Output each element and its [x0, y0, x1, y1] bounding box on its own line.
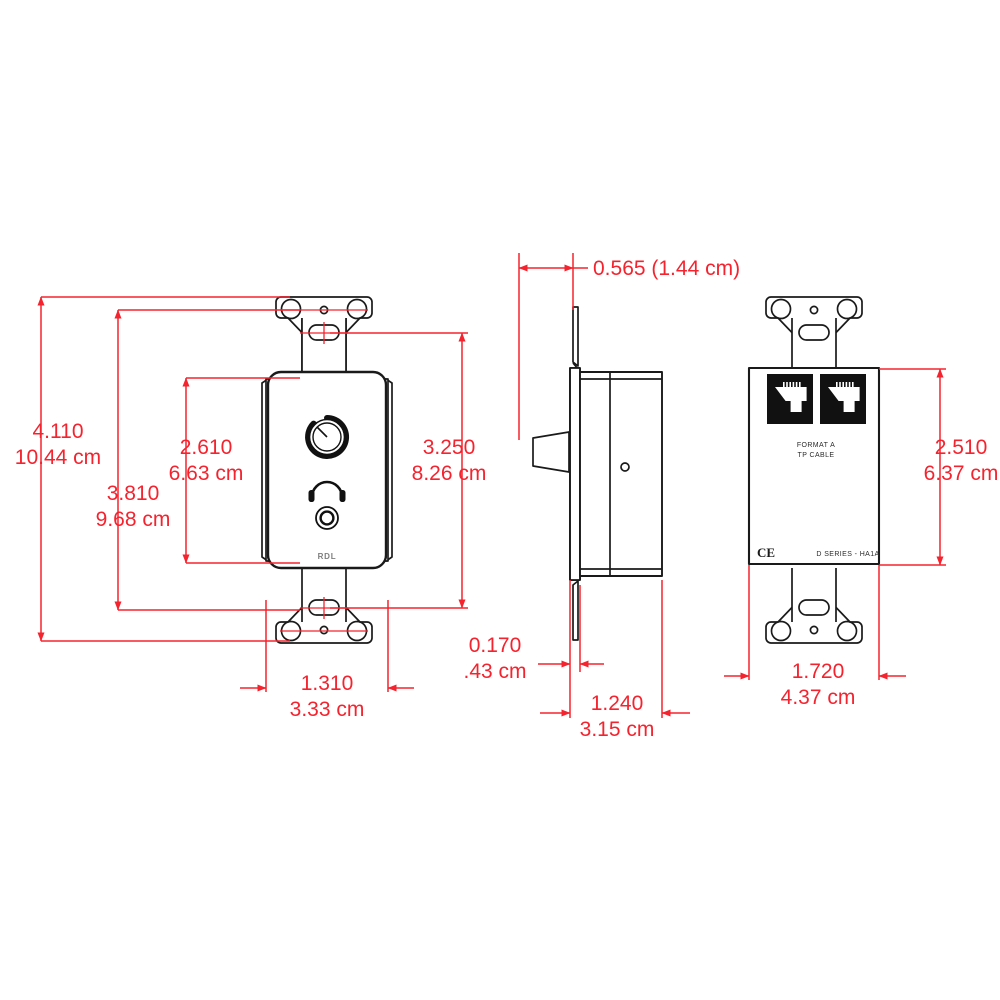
- rj45-jack-left: [767, 374, 813, 424]
- rear-top-bracket: [765, 296, 863, 372]
- dim-label-side-flange-thickness-cm: .43 cm: [463, 660, 526, 683]
- dim-label-rear-body-height-in: 2.510: [935, 436, 988, 459]
- dim-label-rear-body-height-cm: 6.37 cm: [924, 462, 999, 485]
- model-label: D SERIES - HA1A: [816, 551, 879, 558]
- dim-rear-body-width: [724, 565, 906, 680]
- dim-label-rear-body-width-in: 1.720: [792, 660, 845, 683]
- rear-bracket-center-hole-top: [809, 305, 819, 315]
- dim-rear-body-height: [879, 368, 946, 566]
- dim-label-front-plate-width-in: 1.310: [301, 672, 354, 695]
- rdl-logo: RDL: [318, 552, 337, 561]
- dim-label-front-plate-height-in: 2.610: [180, 436, 233, 459]
- side-view: [532, 306, 663, 641]
- side-knob-shaft: [532, 431, 570, 473]
- front-top-bracket: [275, 296, 373, 373]
- dim-side-flange-thickness: [538, 580, 604, 672]
- dim-label-side-body-depth-in: 1.240: [591, 692, 644, 715]
- dim-front-plate-height: [182, 377, 300, 564]
- headphone-icon: [308, 480, 346, 502]
- dim-label-front-plate-height-cm: 6.63 cm: [169, 462, 244, 485]
- dim-label-front-overall-height-in: 4.110: [33, 420, 84, 443]
- dim-label-side-front-depth: 0.565 (1.44 cm): [593, 257, 740, 280]
- level-knob[interactable]: [305, 414, 350, 459]
- dim-label-front-slot-span-cm: 8.26 cm: [412, 462, 487, 485]
- rear-view: FORMAT A TP CABLE CE D SERIES - HA1A: [747, 296, 881, 644]
- dim-label-side-body-depth-cm: 3.15 cm: [580, 718, 655, 741]
- rj45-jack-right: [820, 374, 866, 424]
- dim-label-front-plate-width-cm: 3.33 cm: [290, 698, 365, 721]
- dim-side-front-depth: [518, 253, 588, 440]
- ce-mark: CE: [757, 545, 775, 560]
- bracket-center-hole-bottom: [319, 625, 329, 635]
- rear-bracket-slot-bottom: [798, 599, 830, 616]
- bracket-screw-hole-tr: [346, 298, 368, 320]
- center-marks: [280, 309, 368, 632]
- dim-front-overall-height: [37, 296, 290, 642]
- side-lower-strap: [572, 580, 579, 641]
- dim-label-front-bracket-height-in: 3.810: [107, 482, 160, 505]
- rear-bracket-hole-bl: [770, 620, 792, 642]
- dimension-text-layer: 4.110 10.44 cm 3.810 9.68 cm 2.610 6.63 …: [15, 257, 999, 741]
- side-body-hole: [620, 462, 630, 472]
- rear-bottom-bracket: [765, 568, 863, 644]
- side-body: [579, 371, 663, 577]
- rear-bracket-center-hole-bottom: [809, 625, 819, 635]
- dim-label-front-bracket-height-cm: 9.68 cm: [96, 508, 171, 531]
- headphone-jack[interactable]: [315, 506, 339, 530]
- dim-front-slot-span: [330, 332, 468, 609]
- dim-front-bracket-height: [114, 309, 300, 611]
- front-faceplate: [266, 370, 388, 570]
- dim-label-front-slot-span-in: 3.250: [423, 436, 476, 459]
- dim-side-body-depth: [540, 580, 690, 718]
- dim-label-side-flange-thickness-in: 0.170: [469, 634, 522, 657]
- dim-label-front-overall-height-cm: 10.44 cm: [15, 446, 101, 469]
- connector-label-line2: TP CABLE: [798, 452, 835, 459]
- rear-bracket-hole-br: [836, 620, 858, 642]
- rear-bracket-hole-tr: [836, 298, 858, 320]
- rear-bracket-hole-tl: [770, 298, 792, 320]
- front-view: RDL: [261, 296, 393, 644]
- rear-bracket-slot-top: [798, 324, 830, 341]
- bracket-screw-hole-tl: [280, 298, 302, 320]
- dim-front-plate-width: [240, 600, 414, 692]
- dimension-layer: [37, 253, 946, 718]
- side-upper-strap: [572, 306, 579, 367]
- connector-label-line1: FORMAT A: [797, 442, 835, 449]
- dim-label-rear-body-width-cm: 4.37 cm: [781, 686, 856, 709]
